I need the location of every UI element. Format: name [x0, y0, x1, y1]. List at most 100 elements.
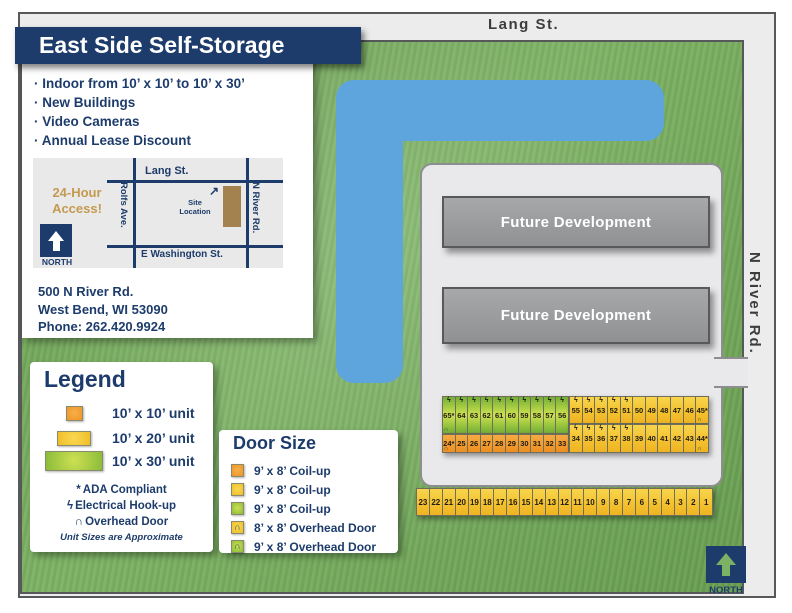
storage-unit-12: 12: [557, 488, 572, 516]
legend-swatch-wrap: [36, 430, 112, 446]
yellow-door-swatch: [231, 483, 244, 496]
unit-number: 20: [457, 497, 467, 507]
unit-number: 43: [685, 434, 694, 443]
access-note: 24-Hour Access!: [52, 185, 102, 216]
unit-number: 16: [508, 497, 518, 507]
storage-unit-21: 21: [441, 488, 456, 516]
legend-title: Legend: [44, 366, 126, 392]
unit-number: 4: [665, 497, 670, 507]
storage-unit-49: 49: [644, 396, 659, 424]
legend-note-label: Electrical Hook-up: [75, 500, 177, 512]
unit-number: 47: [672, 405, 682, 415]
storage-unit-48: 48: [657, 396, 672, 424]
unit-number: 29: [507, 439, 516, 448]
unit-number: 32: [545, 439, 554, 448]
legend-note-label: ADA Compliant: [82, 484, 167, 496]
green-door-swatch: [231, 502, 244, 515]
overhead-door-icon: ∩: [234, 541, 241, 551]
storage-unit-41: 41: [657, 424, 672, 453]
unit-number: 2: [691, 497, 696, 507]
inset-street-line-lang: [107, 180, 283, 183]
electrical-icon: ϟ: [586, 425, 591, 432]
unit-number: 9: [600, 497, 606, 507]
unit-number: 61: [495, 410, 504, 420]
unit-number: 22: [431, 497, 441, 507]
inset-street-line-n-river: [246, 158, 249, 268]
legend-note: *ADA Compliant: [30, 482, 213, 498]
storage-unit-39: 39: [632, 424, 646, 453]
unit-number: 17: [495, 497, 505, 507]
storage-unit-23: 23: [416, 488, 430, 516]
inset-site-location-marker: [223, 186, 241, 227]
storage-unit-30: 30: [517, 434, 532, 453]
storage-unit-29: 29: [504, 434, 519, 453]
green-unit-swatch: [45, 451, 103, 471]
inset-street-map: Lang St. E Washington St. Rolfs Ave. N R…: [33, 158, 283, 268]
feature-item: Indoor from 10’ x 10’ to 10’ x 30’: [34, 74, 245, 93]
site-location-arrow-icon: ↗: [209, 184, 220, 198]
unit-number: 52: [609, 405, 618, 415]
orange-door-swatch: [231, 464, 244, 477]
storage-unit-24: ∩24*: [442, 434, 456, 453]
storage-unit-15: 15: [519, 488, 533, 516]
feature-item: New Buildings: [34, 93, 245, 112]
storage-unit-32: 32: [542, 434, 557, 453]
overhead-door-icon: ∩: [444, 427, 449, 433]
storage-unit-5: 5: [647, 488, 662, 516]
storage-unit-16: 16: [506, 488, 520, 516]
unit-number: 48: [660, 405, 669, 415]
legend-note-label: Overhead Door: [85, 516, 169, 528]
storage-unit-44: ∩44*: [695, 424, 710, 453]
door-size-label: 9’ x 8’ Coil-up: [254, 482, 331, 497]
storage-unit-65: ϟ∩65*: [442, 396, 456, 434]
unit-number: 59: [520, 410, 529, 420]
storage-unit-6: 6: [634, 488, 649, 516]
unit-number: 37: [609, 434, 618, 443]
electrical-icon: ϟ: [624, 397, 629, 404]
ada-icon: *: [76, 484, 81, 496]
unit-number: 53: [596, 405, 606, 415]
storage-unit-2: 2: [686, 488, 701, 516]
north-arrow-icon: [706, 546, 746, 583]
storage-unit-19: 19: [467, 488, 482, 516]
overhead-door-icon: ∩: [444, 446, 449, 452]
inset-e-washington-label: E Washington St.: [141, 249, 223, 260]
unit-number: 40: [647, 434, 656, 443]
electrical-icon: ϟ: [472, 397, 476, 404]
inset-site-location-label: Site Location: [171, 198, 219, 216]
overhead-door-icon: ∩: [234, 522, 241, 532]
unit-number: 35: [584, 434, 593, 443]
storage-unit-3: 3: [673, 488, 688, 516]
inset-rolfs-ave-label: Rolfs Ave.: [118, 182, 129, 228]
door-size-label: 9’ x 8’ Coil-up: [254, 501, 331, 516]
electrical-icon: ϟ: [547, 397, 552, 404]
unit-number: 13: [547, 497, 557, 507]
inset-north-arrow-icon: [40, 224, 72, 257]
yellow-door-swatch: ∩: [231, 521, 244, 534]
storage-unit-18: 18: [480, 488, 495, 516]
unit-number: 6: [639, 497, 645, 507]
storage-unit-10: 10: [583, 488, 598, 516]
storage-unit-47: 47: [670, 396, 684, 424]
overhead-door-icon: ∩: [74, 516, 84, 528]
unit-number: 15: [521, 497, 531, 507]
unit-number: 41: [660, 434, 669, 443]
unit-number: 23: [418, 497, 428, 507]
door-size-item: 9’ x 8’ Coil-up: [231, 480, 392, 499]
storage-unit-25: 25: [454, 434, 469, 453]
unit-number: 31: [532, 439, 542, 448]
unit-number: 63: [469, 410, 479, 420]
unit-number: 45*: [696, 405, 708, 415]
electrical-icon: ϟ: [459, 397, 464, 404]
address-line1: 500 N River Rd.: [38, 284, 134, 299]
storage-unit-27: 27: [479, 434, 494, 453]
